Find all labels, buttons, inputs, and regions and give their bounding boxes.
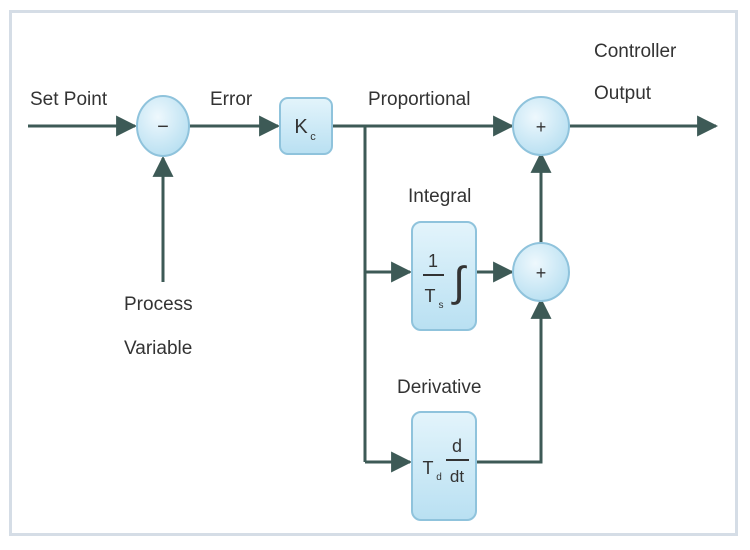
error-summing-junction: − xyxy=(136,95,190,157)
output-junction-sign: + xyxy=(536,117,547,137)
derivative-output-arrow xyxy=(476,297,552,464)
controller-output-label-line2: Output xyxy=(594,83,652,104)
integral-denominator-symbol: T xyxy=(425,286,436,306)
derivative-label: Derivative xyxy=(397,377,481,398)
error-label: Error xyxy=(210,89,253,110)
gain-symbol: K xyxy=(294,116,308,138)
derivative-subscript: d xyxy=(436,472,442,483)
inner-summing-junction: + xyxy=(512,242,570,302)
integral-sign: ∫ xyxy=(451,258,467,305)
output-summing-junction: + xyxy=(512,96,570,156)
signal-lines xyxy=(28,115,719,473)
gain-block: K c xyxy=(279,97,333,155)
integral-label: Integral xyxy=(408,186,471,207)
controller-output-label-line1: Controller xyxy=(594,41,677,62)
set-point-label: Set Point xyxy=(30,89,108,110)
gain-subscript: c xyxy=(310,131,316,143)
derivative-denominator: dt xyxy=(450,467,464,486)
error-junction-sign: − xyxy=(157,116,169,138)
process-variable-label-line2: Variable xyxy=(124,338,192,359)
integral-numerator: 1 xyxy=(428,251,438,271)
integral-block: 1 T s ∫ xyxy=(411,221,477,331)
derivative-block: T d d dt xyxy=(411,411,477,521)
derivative-numerator: d xyxy=(452,436,462,456)
inner-junction-sign: + xyxy=(536,263,547,283)
integral-denominator-subscript: s xyxy=(439,300,444,311)
derivative-symbol: T xyxy=(423,458,434,478)
diagram-frame xyxy=(9,10,738,536)
proportional-label: Proportional xyxy=(368,89,470,110)
process-variable-label-line1: Process xyxy=(124,294,193,315)
